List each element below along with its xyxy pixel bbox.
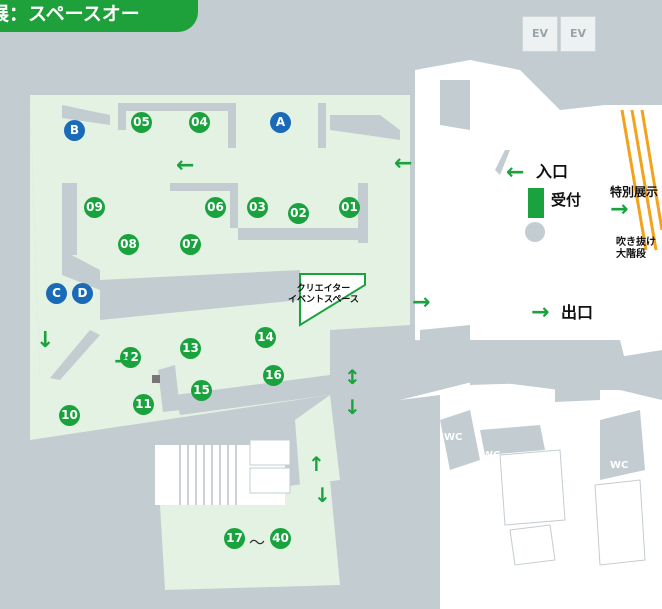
booth-07[interactable]: 07 (180, 234, 201, 255)
booth-09[interactable]: 09 (84, 197, 105, 218)
special-exhibit-arrow-icon: → (610, 197, 629, 222)
wc-2-label: WC (482, 450, 501, 461)
booth-08[interactable]: 08 (118, 234, 139, 255)
special-exhibit-label: 特別展示 (610, 185, 659, 199)
exit-label: 出口 (561, 303, 594, 322)
booth-06[interactable]: 06 (205, 197, 226, 218)
booth-c[interactable]: C (46, 283, 67, 304)
booth-40[interactable]: 40 (270, 528, 291, 549)
creator-event-space-area (299, 273, 366, 327)
booth-12[interactable]: 12 (120, 347, 141, 368)
arrow-up-icon: ↑ (308, 452, 325, 476)
elevator-1: EV (522, 16, 558, 52)
wc-3-label: WC (610, 460, 629, 471)
kiosk-marker (152, 375, 160, 383)
reception-desk (528, 188, 544, 218)
arrow-down-icon: ↓ (36, 328, 55, 353)
arrow-right-icon: → (412, 290, 431, 315)
stairwell (155, 439, 291, 505)
booth-11[interactable]: 11 (133, 394, 154, 415)
arrow-down-icon: ↓ (314, 483, 331, 507)
booth-14[interactable]: 14 (255, 327, 276, 348)
reception-label: 受付 (551, 191, 582, 209)
booth-a[interactable]: A (270, 112, 291, 133)
creator-event-space-label: クリエイター イベントスペース (288, 284, 359, 305)
arrow-down-icon: ↓ (344, 395, 361, 419)
exhibit-hall-south (160, 480, 340, 590)
atrium-stairs-label: 吹き抜け 大階段 (616, 237, 656, 260)
booth-03[interactable]: 03 (247, 197, 268, 218)
booth-02[interactable]: 02 (288, 203, 309, 224)
booth-04[interactable]: 04 (189, 112, 210, 133)
atrium-stairs-stripes (620, 109, 662, 251)
range-separator: 〜 (249, 533, 266, 552)
pillar (525, 222, 545, 242)
arrow-left-icon: ← (394, 151, 413, 176)
arrow-left-icon: ← (176, 153, 195, 178)
elevator-2: EV (560, 16, 596, 52)
booth-b[interactable]: B (64, 120, 85, 141)
entrance-arrow-icon: ← (506, 160, 525, 185)
booth-15[interactable]: 15 (191, 380, 212, 401)
exit-arrow-icon: → (531, 300, 550, 325)
entrance-label: 入口 (536, 162, 569, 181)
arrow-up-down-icon: ↕ (344, 365, 361, 389)
booth-d[interactable]: D (72, 283, 93, 304)
arrow-right-icon: → (114, 349, 133, 374)
booth-05[interactable]: 05 (131, 112, 152, 133)
booth-16[interactable]: 16 (263, 365, 284, 386)
exhibit-title-banner: 展：スペースオー (0, 0, 198, 32)
booth-13[interactable]: 13 (180, 338, 201, 359)
booth-17[interactable]: 17 (224, 528, 245, 549)
wc-1-label: WC (444, 432, 463, 443)
booth-01[interactable]: 01 (339, 197, 360, 218)
booth-10[interactable]: 10 (59, 405, 80, 426)
